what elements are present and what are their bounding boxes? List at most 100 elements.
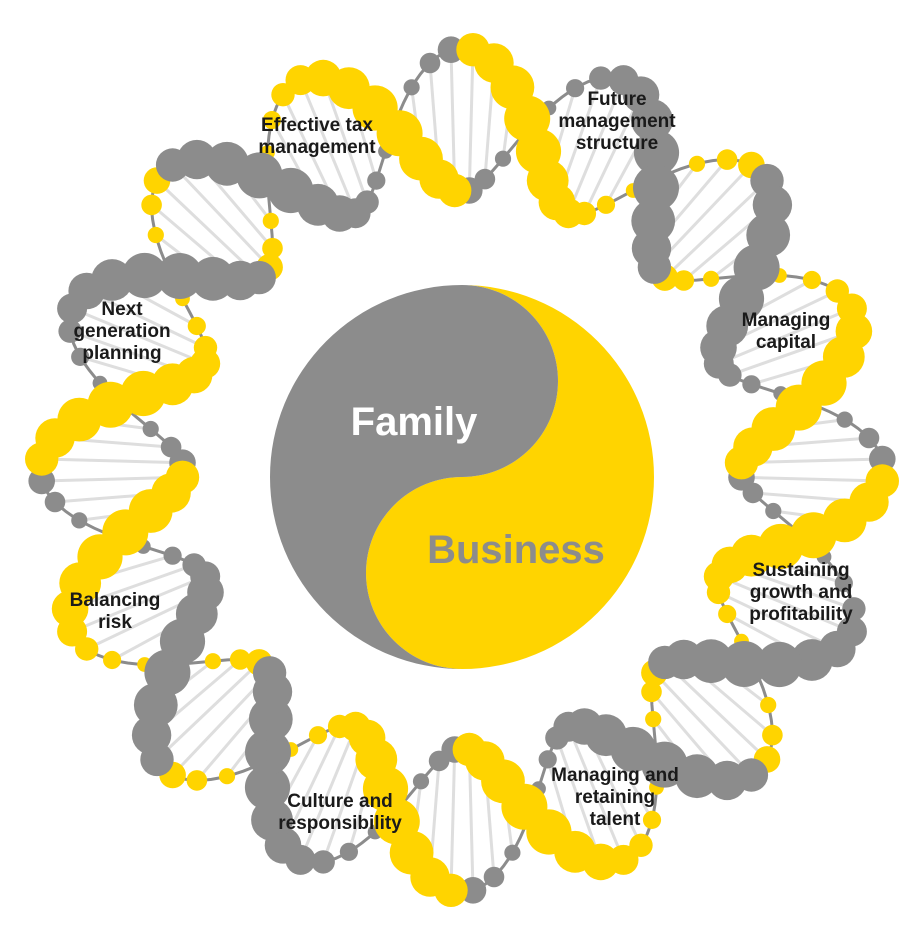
helix-bead — [142, 420, 159, 438]
helix-bead — [252, 656, 287, 690]
helix-bead — [765, 502, 782, 520]
helix-bead — [459, 877, 487, 904]
helix-rung — [71, 575, 206, 633]
helix-bead — [791, 639, 833, 681]
helix-beads-front — [25, 33, 899, 907]
helix-bead — [438, 173, 472, 208]
segment-label-line: Managing — [742, 310, 831, 331]
segment-label-line: generation — [73, 321, 170, 342]
helix-bead — [648, 645, 682, 680]
helix-bead — [642, 810, 662, 830]
helix-bead — [483, 866, 505, 888]
helix-bead — [494, 150, 512, 167]
helix-bead — [802, 270, 822, 290]
helix-bead — [44, 491, 66, 513]
helix-bead — [762, 724, 783, 746]
helix-bead — [869, 445, 896, 473]
helix-rung — [555, 737, 603, 863]
helix-rung — [69, 563, 195, 611]
helix-bead — [165, 460, 200, 494]
segment-label-line: planning — [82, 343, 161, 364]
helix-bead — [103, 650, 122, 670]
helix-rung — [741, 475, 883, 483]
family-half — [270, 285, 558, 669]
helix-bead — [742, 375, 761, 394]
helix-bead — [474, 168, 496, 190]
helix-bead — [858, 427, 880, 449]
segment-label-line: retaining — [575, 787, 655, 808]
helix-bead — [308, 726, 328, 745]
helix-bead — [355, 190, 379, 214]
dna-helix-ring — [25, 33, 899, 907]
family-label: Family — [351, 400, 478, 444]
helix-bead — [160, 436, 182, 458]
segment-label-line: Effective tax — [261, 115, 373, 136]
helix-bead — [688, 155, 706, 172]
helix-bead — [321, 195, 358, 232]
helix-bead — [147, 226, 164, 244]
helix-bead — [419, 52, 441, 74]
helix-bead — [703, 348, 734, 379]
helix-rung — [299, 79, 357, 214]
helix-bead — [596, 195, 616, 214]
helix-bead — [311, 850, 335, 874]
helix-bead — [437, 36, 465, 63]
business-half — [366, 285, 654, 669]
helix-bead — [262, 111, 282, 130]
segment-label-line: Balancing — [70, 590, 161, 611]
helix-bead — [842, 597, 866, 621]
helix-bead — [122, 252, 168, 299]
helix-bead — [633, 130, 680, 176]
helix-bead — [756, 641, 803, 688]
helix-rung — [449, 749, 457, 891]
helix-bead — [339, 842, 358, 861]
helix-rung — [729, 329, 855, 377]
helix-bead — [156, 253, 203, 299]
helix-bead — [71, 512, 88, 529]
helix-bead — [703, 270, 720, 287]
helix-bead — [28, 467, 55, 495]
helix-bead — [218, 768, 236, 785]
helix-bead — [645, 711, 662, 728]
helix-rung — [299, 726, 357, 861]
helix-bead — [186, 770, 208, 791]
helix-bead — [538, 750, 557, 769]
helix-bead — [553, 198, 584, 229]
helix-bead — [633, 164, 679, 211]
helix-rung — [583, 94, 643, 215]
helix-bead — [58, 319, 82, 343]
helix-bead — [631, 99, 673, 141]
helix-bead — [187, 316, 206, 336]
helix-rung — [171, 163, 271, 269]
segment-label-line: structure — [576, 133, 658, 154]
segment-label-line: capital — [756, 332, 816, 353]
helix-bead — [452, 732, 486, 767]
segment-label-line: growth and — [750, 582, 852, 603]
helix-bead — [182, 553, 206, 577]
helix-rung — [567, 79, 625, 214]
helix-bead — [245, 729, 291, 776]
helix-bead — [721, 641, 768, 687]
helix-bead — [703, 561, 734, 592]
helix-rung — [717, 591, 838, 651]
helix-bead — [193, 335, 218, 360]
helix-bead — [553, 711, 584, 742]
helix-bead — [242, 260, 276, 295]
helix-bead — [251, 799, 293, 841]
helix-bead — [204, 653, 221, 670]
segment-label-line: management — [258, 137, 376, 158]
helix-bead — [244, 764, 291, 811]
helix-bead — [428, 750, 450, 772]
helix-bead — [262, 237, 283, 259]
helix-bead — [163, 546, 182, 565]
helix-rung — [718, 307, 853, 365]
helix-rung — [567, 726, 625, 861]
helix-bead — [742, 482, 764, 504]
helix-bead — [504, 844, 521, 861]
